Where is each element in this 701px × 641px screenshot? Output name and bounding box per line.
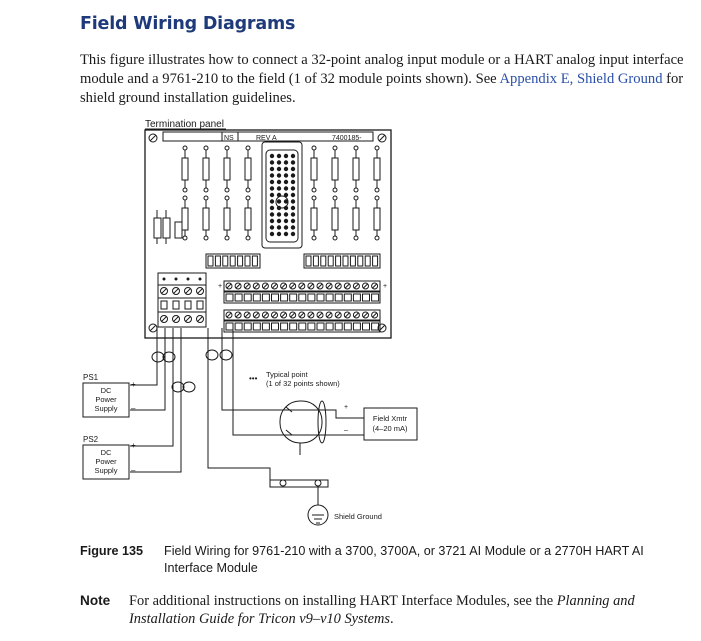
terminal-strip-upper bbox=[223, 280, 381, 304]
svg-text:–: – bbox=[131, 404, 136, 413]
capacitor bbox=[153, 210, 162, 244]
resistor bbox=[373, 145, 381, 193]
svg-text:DC: DC bbox=[101, 448, 112, 457]
resistor bbox=[244, 195, 252, 241]
power-supply-2: PS2 DC Power Supply + – bbox=[82, 435, 136, 480]
resistor bbox=[202, 195, 210, 241]
capacitor bbox=[162, 210, 171, 244]
guide-title: Planning and Installation Guide for Tric… bbox=[129, 593, 635, 627]
field-transmitter: Field Xmtr (4–20 mA) + – bbox=[344, 404, 418, 441]
resistor bbox=[310, 195, 318, 241]
typical-point-sub: (1 of 32 points shown) bbox=[266, 379, 340, 388]
power-supply-1: PS1 DC Power Supply + – bbox=[82, 373, 136, 418]
intro-tail: for shield ground installation guideline… bbox=[80, 71, 684, 106]
resistor bbox=[181, 145, 189, 193]
ps2-label: PS2 bbox=[83, 435, 99, 444]
note-text: For additional instructions on installin… bbox=[129, 593, 635, 627]
resistor bbox=[244, 145, 252, 193]
svg-text:Field Xmtr: Field Xmtr bbox=[373, 414, 408, 423]
resistor bbox=[202, 145, 210, 193]
resistor bbox=[181, 195, 189, 241]
header-block-right bbox=[303, 253, 381, 269]
header-block-left bbox=[205, 253, 261, 269]
shield-ground-link[interactable]: Shield Ground bbox=[576, 71, 663, 87]
typical-point-label: Typical point bbox=[266, 370, 309, 379]
svg-text:+: + bbox=[131, 380, 136, 389]
svg-text:+: + bbox=[218, 283, 222, 290]
terminal-strip-lower bbox=[223, 309, 381, 333]
svg-text:+: + bbox=[344, 404, 348, 411]
resistor bbox=[223, 145, 231, 193]
termination-panel-label: Termination panel bbox=[145, 119, 224, 130]
power-terminal-block bbox=[157, 272, 207, 328]
svg-text:(4–20 mA): (4–20 mA) bbox=[372, 424, 408, 433]
typical-point-dots: ••• bbox=[249, 374, 258, 383]
resistor bbox=[310, 145, 318, 193]
figure-caption-text: Field Wiring for 9761-210 with a 3700, 3… bbox=[164, 544, 644, 575]
strip-label-mid: REV A bbox=[256, 135, 277, 142]
shield-ground-label: Shield Ground bbox=[334, 512, 382, 521]
resistor bbox=[331, 195, 339, 241]
resistor bbox=[352, 195, 360, 241]
resistor bbox=[352, 145, 360, 193]
strip-label-right: 7400185- bbox=[332, 135, 362, 142]
field-wiring-diagram: Termination panel NS REV A 7400185- + + bbox=[82, 119, 418, 526]
svg-text:Power: Power bbox=[95, 395, 117, 404]
strip-label-left: NS bbox=[224, 135, 234, 142]
resistor bbox=[331, 145, 339, 193]
intro-paragraph: This figure illustrates how to connect a… bbox=[80, 51, 692, 108]
dsub-connector bbox=[261, 141, 303, 249]
page-heading: Field Wiring Diagrams bbox=[80, 14, 296, 34]
intro-text: This figure illustrates how to connect a… bbox=[80, 52, 684, 87]
appendix-link[interactable]: Appendix E, bbox=[499, 71, 574, 87]
wiring bbox=[130, 328, 364, 526]
svg-text:Power: Power bbox=[95, 457, 117, 466]
termination-panel bbox=[144, 129, 392, 339]
figure-number: Figure 135 bbox=[80, 544, 143, 558]
resistor bbox=[373, 195, 381, 241]
svg-text:DC: DC bbox=[101, 386, 112, 395]
ps1-label: PS1 bbox=[83, 373, 99, 382]
panel-strip bbox=[162, 131, 374, 142]
svg-text:–: – bbox=[344, 427, 348, 434]
panel-components bbox=[153, 145, 381, 244]
note-label: Note bbox=[80, 593, 111, 608]
svg-text:+: + bbox=[383, 283, 387, 290]
svg-text:Supply: Supply bbox=[95, 466, 118, 475]
svg-text:+: + bbox=[131, 441, 136, 450]
svg-text:–: – bbox=[131, 466, 136, 475]
resistor bbox=[223, 195, 231, 241]
svg-text:Supply: Supply bbox=[95, 404, 118, 413]
